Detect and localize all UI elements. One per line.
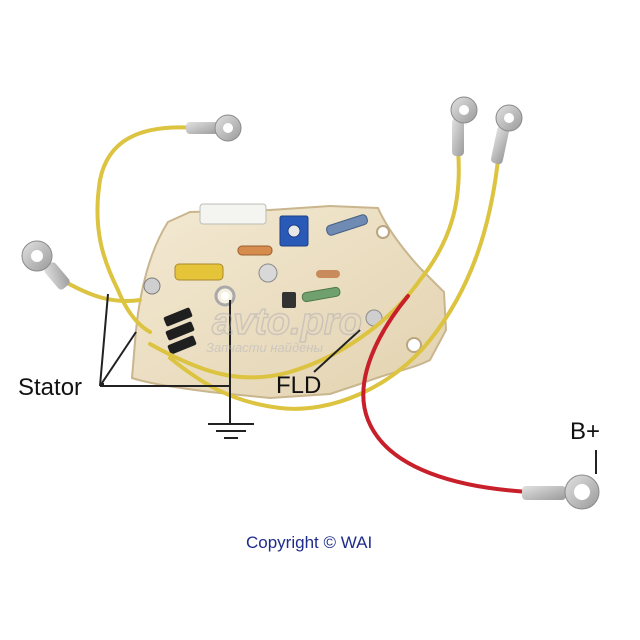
b-plus-label: B+ xyxy=(570,418,601,445)
red-wire xyxy=(361,294,532,494)
watermark-logo-text: avto.pro xyxy=(212,301,362,343)
watermark-logo: avto.pro xyxy=(211,300,362,344)
circuit-board xyxy=(130,203,448,400)
fld-label: FLD xyxy=(276,372,322,399)
yellow-wires xyxy=(60,125,500,411)
terminal-left xyxy=(21,240,70,290)
watermark-tagline: Запчасти найдены xyxy=(206,340,324,355)
terminal-top-left xyxy=(186,114,242,142)
annotation-lines xyxy=(99,293,597,474)
copyright-text: Copyright © WAI xyxy=(246,533,373,552)
terminal-b-plus xyxy=(522,474,600,510)
terminal-top-middle xyxy=(450,96,478,156)
ground-symbol xyxy=(208,423,254,439)
stator-label: Stator xyxy=(18,374,83,401)
terminal-top-right xyxy=(490,104,523,165)
